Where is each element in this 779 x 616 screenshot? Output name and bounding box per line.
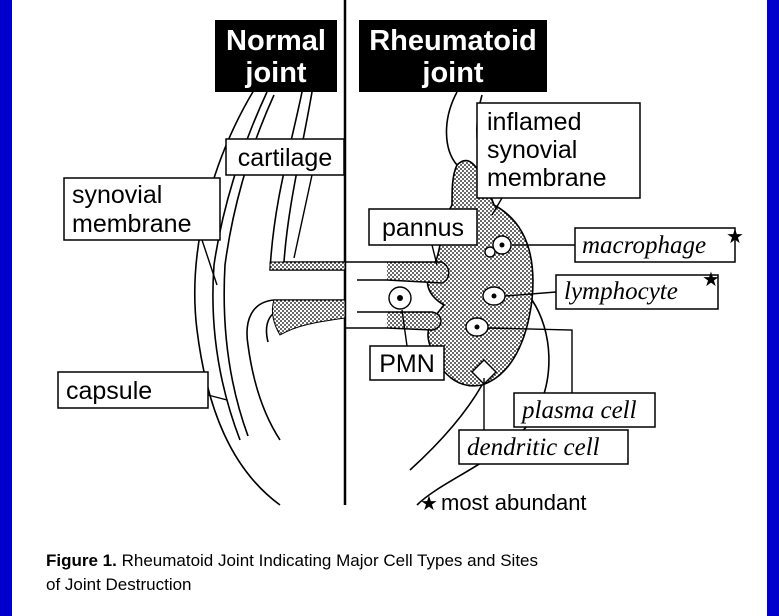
rheumatoid-joint-header-line1: Rheumatoid (369, 25, 537, 57)
figure-caption-line2: of Joint Destruction (46, 575, 192, 594)
figure-panel: Normal joint Rheumatoid joint (12, 0, 767, 616)
rheumatoid-joint-header-line2: joint (421, 57, 484, 89)
lymphocyte-label: lymphocyte (564, 278, 678, 305)
plasma-cell-label: plasma cell (520, 397, 637, 424)
lymphocyte-star-icon: ★ (702, 269, 720, 291)
dendritic-cell-label: dendritic cell (467, 434, 600, 461)
normal-joint-header-line2: joint (244, 57, 307, 89)
normal-cartilage-upper (270, 262, 345, 270)
most-abundant-star-icon: ★ (420, 493, 438, 515)
cartilage-label: cartilage (238, 144, 333, 172)
inflamed-label-line2: synovial (487, 136, 577, 164)
inflamed-label-line3: membrane (487, 164, 607, 192)
pannus-upper (387, 262, 449, 283)
most-abundant-label: most abundant (441, 490, 587, 515)
macrophage-label: macrophage (582, 232, 706, 259)
figure-caption: Figure 1. Rheumatoid Joint Indicating Ma… (46, 549, 766, 597)
inflamed-label-line1: inflamed (487, 108, 582, 136)
pannus-lower (387, 312, 441, 330)
pannus-label: pannus (382, 214, 464, 242)
figure-caption-label: Figure 1. (46, 551, 117, 570)
capsule-label: capsule (66, 377, 152, 405)
pmn-label: PMN (379, 350, 435, 378)
joint-diagram: Normal joint Rheumatoid joint (12, 0, 767, 540)
synovial-membrane-label-line1: synovial (72, 181, 162, 209)
normal-cartilage-lower (272, 300, 345, 335)
figure-caption-line1: Rheumatoid Joint Indicating Major Cell T… (122, 551, 538, 570)
cartilage-leader (294, 175, 312, 258)
synovial-membrane-label-line2: membrane (72, 210, 192, 238)
normal-joint-header-line1: Normal (226, 25, 326, 57)
macrophage-star-icon: ★ (726, 226, 744, 248)
